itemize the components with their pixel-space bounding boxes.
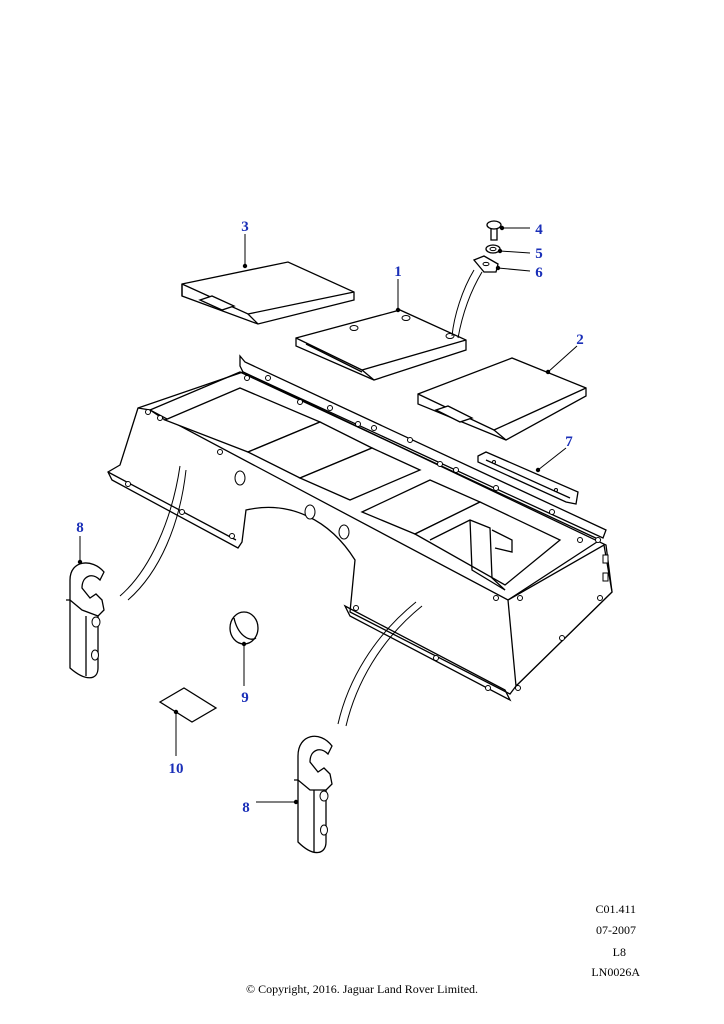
callout-4[interactable]: 4 <box>535 222 543 238</box>
hinge-8-left <box>66 562 105 679</box>
callout-5[interactable]: 5 <box>535 246 543 262</box>
callout-labels: 1 2 3 4 5 6 7 8 8 9 10 <box>76 219 584 816</box>
plug-9 <box>229 611 259 645</box>
callout-8-left[interactable]: 8 <box>76 520 84 536</box>
copyright-notice: © Copyright, 2016. Jaguar Land Rover Lim… <box>245 982 479 996</box>
seat-box <box>107 354 613 702</box>
callout-1[interactable]: 1 <box>394 264 402 280</box>
callout-8-lower[interactable]: 8 <box>242 800 250 816</box>
callout-leaders <box>77 225 578 805</box>
screw-4 <box>486 220 502 241</box>
clip-6 <box>472 255 499 273</box>
model-code: L8 <box>612 945 626 959</box>
trim-strip-7 <box>477 451 579 505</box>
pad-10 <box>158 687 218 723</box>
callout-6[interactable]: 6 <box>535 265 543 281</box>
hinge-8-lower <box>294 735 333 854</box>
washer-5 <box>485 244 501 254</box>
callout-9[interactable]: 9 <box>241 690 249 706</box>
callout-3[interactable]: 3 <box>241 219 249 235</box>
seat-panel-2 <box>417 357 587 441</box>
seat-panel-3 <box>181 261 355 325</box>
seat-panel-1 <box>295 309 467 381</box>
callout-7[interactable]: 7 <box>565 434 573 450</box>
date-code: 07-2007 <box>596 923 636 937</box>
callout-10[interactable]: 10 <box>169 761 184 777</box>
callout-2[interactable]: 2 <box>576 332 584 348</box>
ref-code: C01.411 <box>595 902 636 916</box>
illustration-id: LN0026A <box>591 965 640 979</box>
